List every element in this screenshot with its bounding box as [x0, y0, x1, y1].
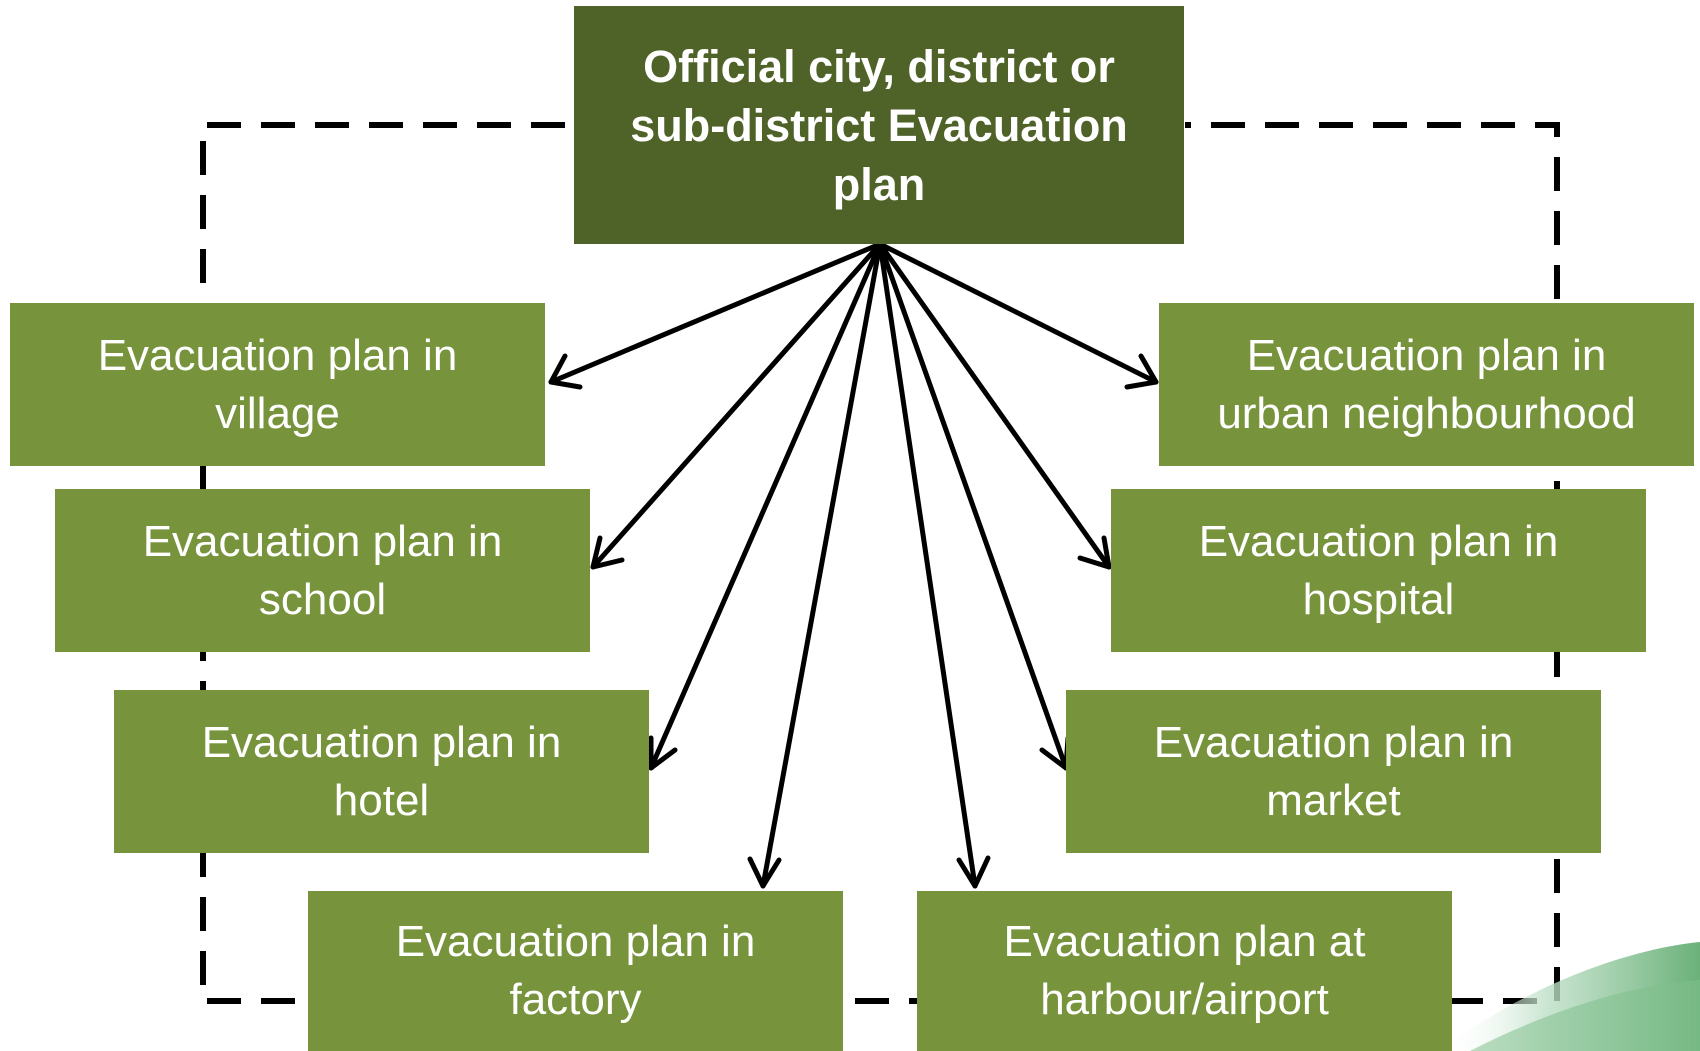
harbour-line-1: Evacuation plan at [1003, 917, 1366, 966]
hospital-plan-box: Evacuation plan in hospital [1111, 489, 1646, 652]
arrow-to-village [548, 241, 883, 390]
arrow-to-harbour [877, 241, 991, 889]
market-plan-box: Evacuation plan in market [1066, 690, 1601, 853]
factory-plan-box: Evacuation plan in factory [308, 891, 843, 1051]
hotel-line-1: Evacuation plan in [201, 717, 562, 767]
root-line-3: plan [832, 158, 926, 210]
factory-line-1: Evacuation plan in [395, 917, 756, 966]
dashed-coordination-frame [200, 122, 1560, 1004]
root-line-1: Official city, district or [643, 40, 1115, 92]
urban-neighbourhood-plan-box: Evacuation plan in urban neighbourhood [1159, 303, 1694, 466]
factory-line-2: factory [509, 975, 642, 1024]
official-evacuation-plan-box: Official city, district or sub-district … [574, 6, 1184, 244]
hospital-line-2: hospital [1302, 574, 1455, 624]
arrow-to-factory [747, 241, 883, 889]
school-plan-box: Evacuation plan in school [55, 489, 590, 652]
hospital-line-1: Evacuation plan in [1198, 516, 1559, 566]
arrow-to-urban [877, 241, 1159, 390]
root-text: Official city, district or sub-district … [630, 37, 1128, 214]
village-line-2: village [215, 388, 340, 438]
hotel-plan-box: Evacuation plan in hotel [114, 690, 649, 853]
village-line-1: Evacuation plan in [97, 330, 458, 380]
market-line-2: market [1266, 775, 1401, 825]
school-line-1: Evacuation plan in [142, 516, 503, 566]
root-line-2: sub-district Evacuation [630, 99, 1128, 151]
harbour-airport-plan-box: Evacuation plan at harbour/airport [917, 891, 1452, 1051]
village-plan-box: Evacuation plan in village [10, 303, 545, 466]
arrow-to-hotel [648, 241, 883, 771]
urban-line-2: urban neighbourhood [1217, 388, 1636, 438]
school-line-2: school [258, 574, 387, 624]
urban-line-1: Evacuation plan in [1246, 330, 1607, 380]
market-line-1: Evacuation plan in [1153, 717, 1514, 767]
arrow-to-school [590, 241, 883, 570]
hotel-line-2: hotel [333, 775, 430, 825]
harbour-line-2: harbour/airport [1040, 975, 1329, 1024]
arrow-to-hospital [877, 241, 1112, 570]
